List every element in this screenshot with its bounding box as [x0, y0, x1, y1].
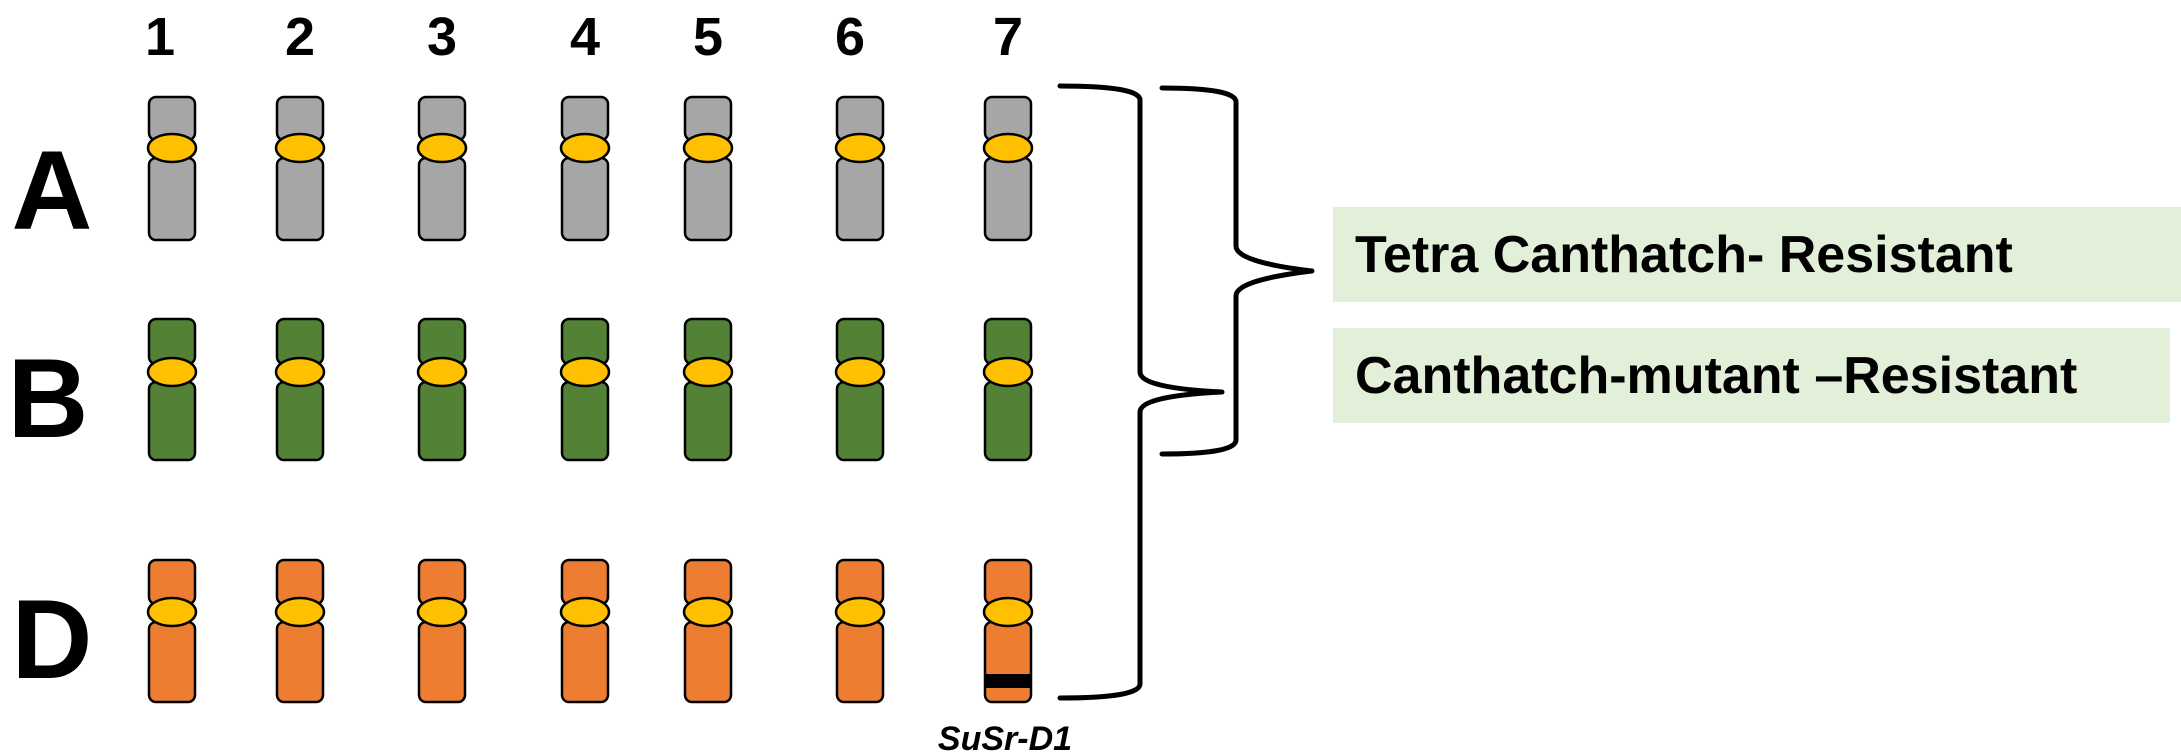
centromere — [274, 356, 326, 388]
chromosome-a1 — [146, 95, 198, 242]
centromere — [682, 132, 734, 164]
centromere — [559, 596, 611, 628]
chromosome-lower-arm — [560, 156, 610, 242]
centromere — [982, 132, 1034, 164]
chromosome-a3 — [416, 95, 468, 242]
column-number-3: 3 — [427, 7, 457, 67]
chromosome-b6 — [834, 317, 886, 462]
centromere — [559, 132, 611, 164]
chromosome-d3 — [416, 558, 468, 704]
genome-label-a: A — [12, 128, 93, 253]
genome-labels: A B D — [8, 128, 93, 702]
chromosome-b7 — [982, 317, 1034, 462]
chromosome-b2 — [274, 317, 326, 462]
chromosome-b1 — [146, 317, 198, 462]
centromere — [146, 356, 198, 388]
chromosome-d1 — [146, 558, 198, 704]
centromere — [982, 596, 1034, 628]
chromosome-lower-arm — [147, 380, 197, 462]
chromosome-d5 — [682, 558, 734, 704]
chromosome-b4 — [559, 317, 611, 462]
centromere — [416, 132, 468, 164]
chromosome-lower-arm — [560, 620, 610, 704]
centromere — [982, 356, 1034, 388]
centromere — [146, 132, 198, 164]
chromosome-lower-arm — [417, 620, 467, 704]
chromosome-lower-arm — [275, 380, 325, 462]
chromosome-lower-arm — [417, 380, 467, 462]
chromosome-a6 — [834, 95, 886, 242]
chromosome-lower-arm — [275, 156, 325, 242]
chromosome-a5 — [682, 95, 734, 242]
chromosome-a4 — [559, 95, 611, 242]
column-number-6: 6 — [835, 7, 865, 67]
chromosome-b5 — [682, 317, 734, 462]
genome-label-d: D — [12, 577, 93, 702]
centromere — [559, 356, 611, 388]
column-number-5: 5 — [693, 7, 723, 67]
chromosome-lower-arm — [683, 620, 733, 704]
centromere — [834, 132, 886, 164]
column-numbers: 1 2 3 4 5 6 7 — [145, 7, 1023, 67]
chromosome-lower-arm — [147, 620, 197, 704]
chromosome-lower-arm — [983, 380, 1033, 462]
bracket-ab — [1159, 85, 1315, 457]
chromosome-d2 — [274, 558, 326, 704]
bracket-abd — [1057, 83, 1225, 701]
group-label-tetra-resistant: Tetra Canthatch- Resistant — [1355, 225, 2013, 284]
chromosome-a7 — [982, 95, 1034, 242]
chromosome-lower-arm — [983, 156, 1033, 242]
centromere — [146, 596, 198, 628]
chromosome-lower-arm — [147, 156, 197, 242]
centromere — [682, 596, 734, 628]
group-box-tetra-resistant: Tetra Canthatch- Resistant — [1333, 207, 2181, 302]
column-number-2: 2 — [285, 7, 315, 67]
chromosome-lower-arm — [835, 380, 885, 462]
column-number-1: 1 — [145, 7, 175, 67]
chromosome-lower-arm — [275, 620, 325, 704]
chromosomes — [146, 95, 1034, 704]
chromosome-lower-arm — [560, 380, 610, 462]
chromosome-lower-arm — [835, 156, 885, 242]
brackets — [1057, 83, 1315, 701]
centromere — [682, 356, 734, 388]
centromere — [416, 356, 468, 388]
chromosome-b3 — [416, 317, 468, 462]
group-label-mutant-resistant: Canthatch-mutant –Resistant — [1355, 346, 2078, 405]
group-box-mutant-resistant: Canthatch-mutant –Resistant — [1333, 328, 2170, 423]
chromosome-lower-arm — [417, 156, 467, 242]
centromere — [274, 596, 326, 628]
centromere — [274, 132, 326, 164]
genome-label-b: B — [8, 336, 89, 461]
chromosome-lower-arm — [835, 620, 885, 704]
chromosome-d4 — [559, 558, 611, 704]
column-number-4: 4 — [570, 7, 600, 67]
gene-marker-label: SuSr-D1 — [938, 720, 1072, 754]
chromosome-lower-arm — [683, 380, 733, 462]
centromere — [416, 596, 468, 628]
centromere — [834, 596, 886, 628]
chromosome-a2 — [274, 95, 326, 242]
column-number-7: 7 — [993, 7, 1023, 67]
centromere — [834, 356, 886, 388]
chromosome-lower-arm — [983, 620, 1033, 704]
chromosome-lower-arm — [683, 156, 733, 242]
gene-marker-band — [985, 674, 1031, 688]
chromosome-d6 — [834, 558, 886, 704]
gene-marker — [985, 674, 1031, 688]
